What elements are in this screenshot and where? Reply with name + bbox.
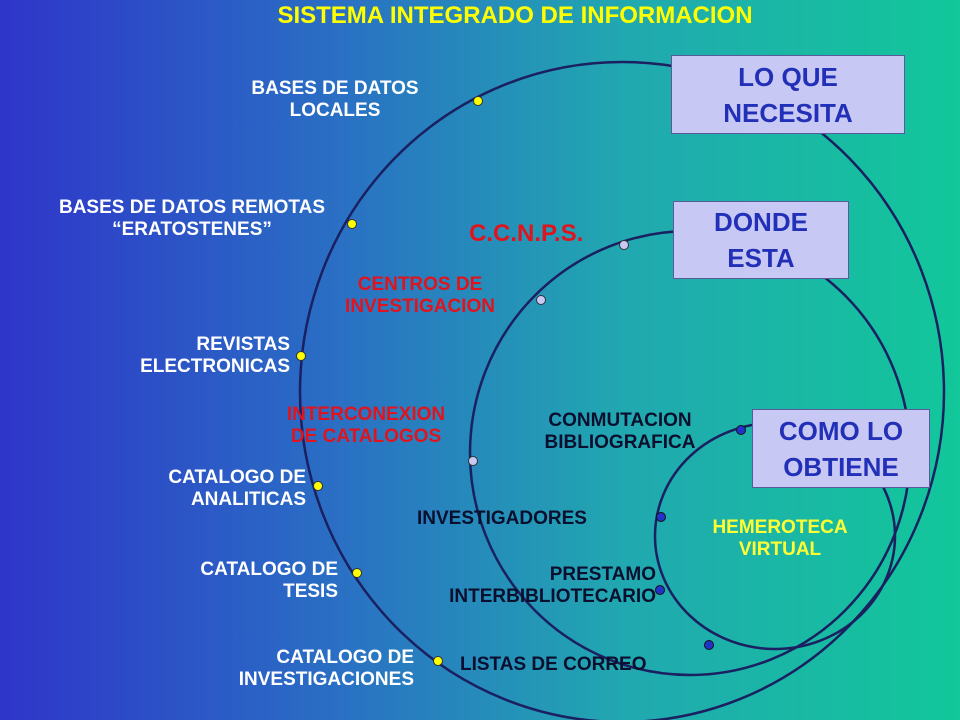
label-conmutacion: CONMUTACION BIBLIOGRAFICA — [500, 410, 740, 454]
label-centros-line2: INVESTIGACION — [345, 296, 495, 317]
label-revistas-line2: ELECTRONICAS — [140, 356, 290, 377]
box-lo-que-necesita: LO QUE NECESITA — [671, 55, 905, 134]
dot-bases-locales — [473, 96, 483, 106]
label-bases-locales-line1: BASES DE DATOS — [251, 78, 419, 99]
page-title: SISTEMA INTEGRADO DE INFORMACION — [277, 2, 753, 29]
label-tesis-line2: TESIS — [283, 581, 338, 602]
box-como-lo-obtiene-line2: OBTIENE — [783, 451, 899, 482]
label-hemeroteca-line1: HEMEROTECA — [712, 517, 848, 538]
label-bases-remotas: BASES DE DATOS REMOTAS “ERATOSTENES” — [4, 197, 380, 241]
dot-analiticas — [313, 481, 323, 491]
label-conmutacion-line2: BIBLIOGRAFICA — [544, 432, 696, 453]
label-investigadores: INVESTIGADORES — [417, 508, 587, 529]
inner-ring-dots — [655, 425, 746, 650]
label-bases-remotas-line2: “ERATOSTENES” — [112, 219, 272, 240]
label-centros-line1: CENTROS DE — [357, 274, 483, 295]
box-como-lo-obtiene: COMO LO OBTIENE — [752, 409, 930, 488]
label-interconexion: INTERCONEXION DE CATALOGOS — [246, 404, 486, 448]
label-analiticas-line1: CATALOGO DE — [168, 467, 306, 488]
label-conmutacion-line1: CONMUTACION — [548, 410, 692, 431]
dot-revistas — [296, 351, 306, 361]
label-listas: LISTAS DE CORREO — [460, 654, 647, 675]
label-prestamo-line1: PRESTAMO — [549, 564, 656, 585]
label-investigaciones-line1: CATALOGO DE — [276, 647, 414, 668]
label-centros: CENTROS DE INVESTIGACION — [306, 274, 534, 318]
dot-ccnps — [619, 240, 629, 250]
label-prestamo: PRESTAMO INTERBIBLIOTECARIO — [346, 564, 656, 608]
box-lo-que-necesita-line2: NECESITA — [723, 97, 853, 128]
label-bases-locales-line2: LOCALES — [289, 100, 381, 121]
label-ccnps: C.C.N.P.S. — [469, 220, 584, 247]
dot-investigaciones — [433, 656, 443, 666]
label-revistas-line1: REVISTAS — [196, 334, 290, 355]
label-analiticas: CATALOGO DE ANALITICAS — [80, 467, 306, 511]
box-como-lo-obtiene-line1: COMO LO — [778, 415, 904, 446]
label-bases-locales: BASES DE DATOS LOCALES — [215, 78, 455, 122]
outer-ring — [298, 60, 946, 720]
label-prestamo-line2: INTERBIBLIOTECARIO — [449, 586, 656, 607]
label-interconexion-line1: INTERCONEXION — [286, 404, 446, 425]
label-analiticas-line2: ANALITICAS — [190, 489, 306, 510]
middle-ring-dots — [468, 240, 629, 466]
label-investigaciones: CATALOGO DE INVESTIGACIONES — [150, 647, 414, 691]
box-lo-que-necesita-line1: LO QUE — [738, 61, 838, 92]
box-donde-esta: DONDE ESTA — [673, 201, 849, 279]
dot-conmutacion — [736, 425, 746, 435]
dot-centros — [536, 295, 546, 305]
box-donde-esta-line2: ESTA — [727, 243, 795, 273]
dot-investigadores — [656, 512, 666, 522]
label-tesis: CATALOGO DE TESIS — [110, 559, 338, 603]
dot-bases-remotas — [347, 219, 357, 229]
label-hemeroteca-line2: VIRTUAL — [738, 539, 822, 560]
dot-interconexion — [468, 456, 478, 466]
box-donde-esta-line1: DONDE — [714, 207, 808, 237]
label-revistas: REVISTAS ELECTRONICAS — [60, 334, 290, 378]
outer-ring-dots — [296, 96, 483, 666]
label-investigaciones-line2: INVESTIGACIONES — [238, 669, 414, 690]
label-hemeroteca: HEMEROTECA VIRTUAL — [665, 517, 895, 561]
dot-listas — [704, 640, 714, 650]
label-bases-remotas-line1: BASES DE DATOS REMOTAS — [58, 197, 326, 218]
label-tesis-line1: CATALOGO DE — [200, 559, 338, 580]
label-interconexion-line2: DE CATALOGOS — [290, 426, 442, 447]
dot-prestamo — [655, 585, 665, 595]
dot-tesis — [352, 568, 362, 578]
